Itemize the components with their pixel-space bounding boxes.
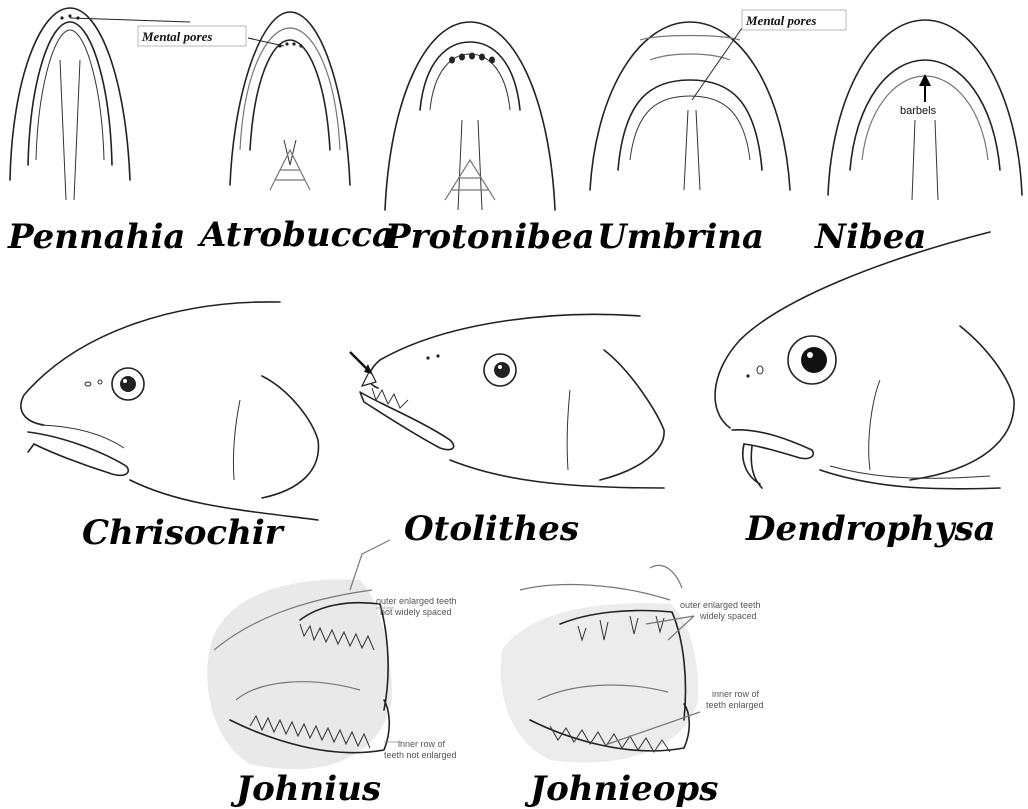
- label-umbrina: Umbrina: [597, 217, 764, 257]
- johnius-note-inner-1: inner row of: [398, 739, 446, 749]
- johnieops-note-outer-2: widely spaced: [699, 611, 757, 621]
- johnius-note-outer-2: not widely spaced: [380, 607, 452, 617]
- label-atrobucca: Atrobucca: [197, 215, 394, 255]
- label-johnieops: Johnieops: [524, 769, 718, 809]
- johnius-note-outer-1: outer enlarged teeth: [376, 596, 457, 606]
- label-pennahia: Pennahia: [7, 217, 185, 257]
- dendrophysa-head-drawing: [715, 232, 1014, 489]
- mental-pores-callout-left: Mental pores: [141, 29, 212, 44]
- johnius-note-inner-2: teeth not enlarged: [384, 750, 457, 760]
- otolithes-head-drawing: [350, 314, 664, 488]
- label-protonibea: Protonibea: [384, 217, 595, 257]
- johnieops-note-inner-2: teeth enlarged: [706, 700, 764, 710]
- chrisochir-head-drawing: [21, 302, 319, 520]
- johnieops-note-outer-1: outer enlarged teeth: [680, 600, 761, 610]
- label-nibea: Nibea: [814, 217, 926, 257]
- umbrina-jaw-drawing: [590, 22, 790, 190]
- label-chrisochir: Chrisochir: [82, 513, 285, 553]
- label-dendrophysa: Dendrophysa: [745, 509, 996, 549]
- barbels-callout: barbels: [900, 105, 937, 117]
- mental-pores-callout-right: Mental pores: [745, 13, 816, 28]
- atrobucca-jaw-drawing: [230, 12, 350, 190]
- label-otolithes: Otolithes: [404, 509, 579, 549]
- johnius-mouth-drawing: [207, 540, 402, 769]
- protonibea-jaw-drawing: [385, 22, 555, 210]
- johnieops-note-inner-1: inner row of: [712, 689, 760, 699]
- label-johnius: Johnius: [230, 769, 381, 809]
- johnieops-mouth-drawing: [501, 565, 700, 762]
